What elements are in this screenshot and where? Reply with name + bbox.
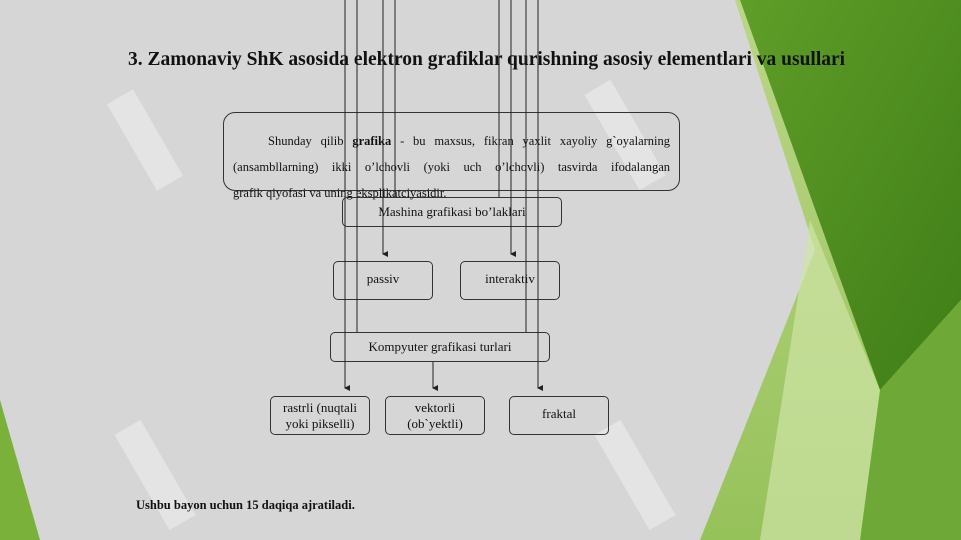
- box-vector: vektorli (ob`yektli): [385, 396, 485, 435]
- footer-note: Ushbu bayon uchun 15 daqiqa ajratiladi.: [136, 498, 355, 512]
- box-computer-graphics-types: Kompyuter grafikasi turlari: [330, 332, 550, 362]
- left-green-shape: [0, 400, 40, 540]
- definition-keyword: grafika: [352, 134, 392, 148]
- box-passive: passiv: [333, 261, 433, 300]
- box-machine-graphics-parts: Mashina grafikasi bo’laklari: [342, 197, 562, 227]
- definition-line-3: grafik qiyofasi va uning eksplikatciyasi…: [233, 186, 447, 200]
- definition-box: [223, 112, 680, 191]
- slide-title: 3. Zamonaviy ShK asosida elektron grafik…: [128, 49, 846, 70]
- box-fractal: fraktal: [509, 396, 609, 435]
- right-pale-shape: [760, 220, 880, 540]
- box-interactive: interaktiv: [460, 261, 560, 300]
- definition-text: Shunday qilib grafika - bu maxsus, fikra…: [233, 128, 670, 206]
- definition-line-1: Shunday qilib grafika - bu maxsus, fikra…: [268, 134, 671, 148]
- definition-line-2: (ansambllarning) ikki o’lchovli (yoki uc…: [233, 160, 670, 174]
- right-dark-green-shape: [740, 0, 961, 390]
- watermark: [107, 79, 676, 531]
- box-raster: rastrli (nuqtali yoki pikselli): [270, 396, 370, 435]
- right-mid-green-shape: [860, 300, 961, 540]
